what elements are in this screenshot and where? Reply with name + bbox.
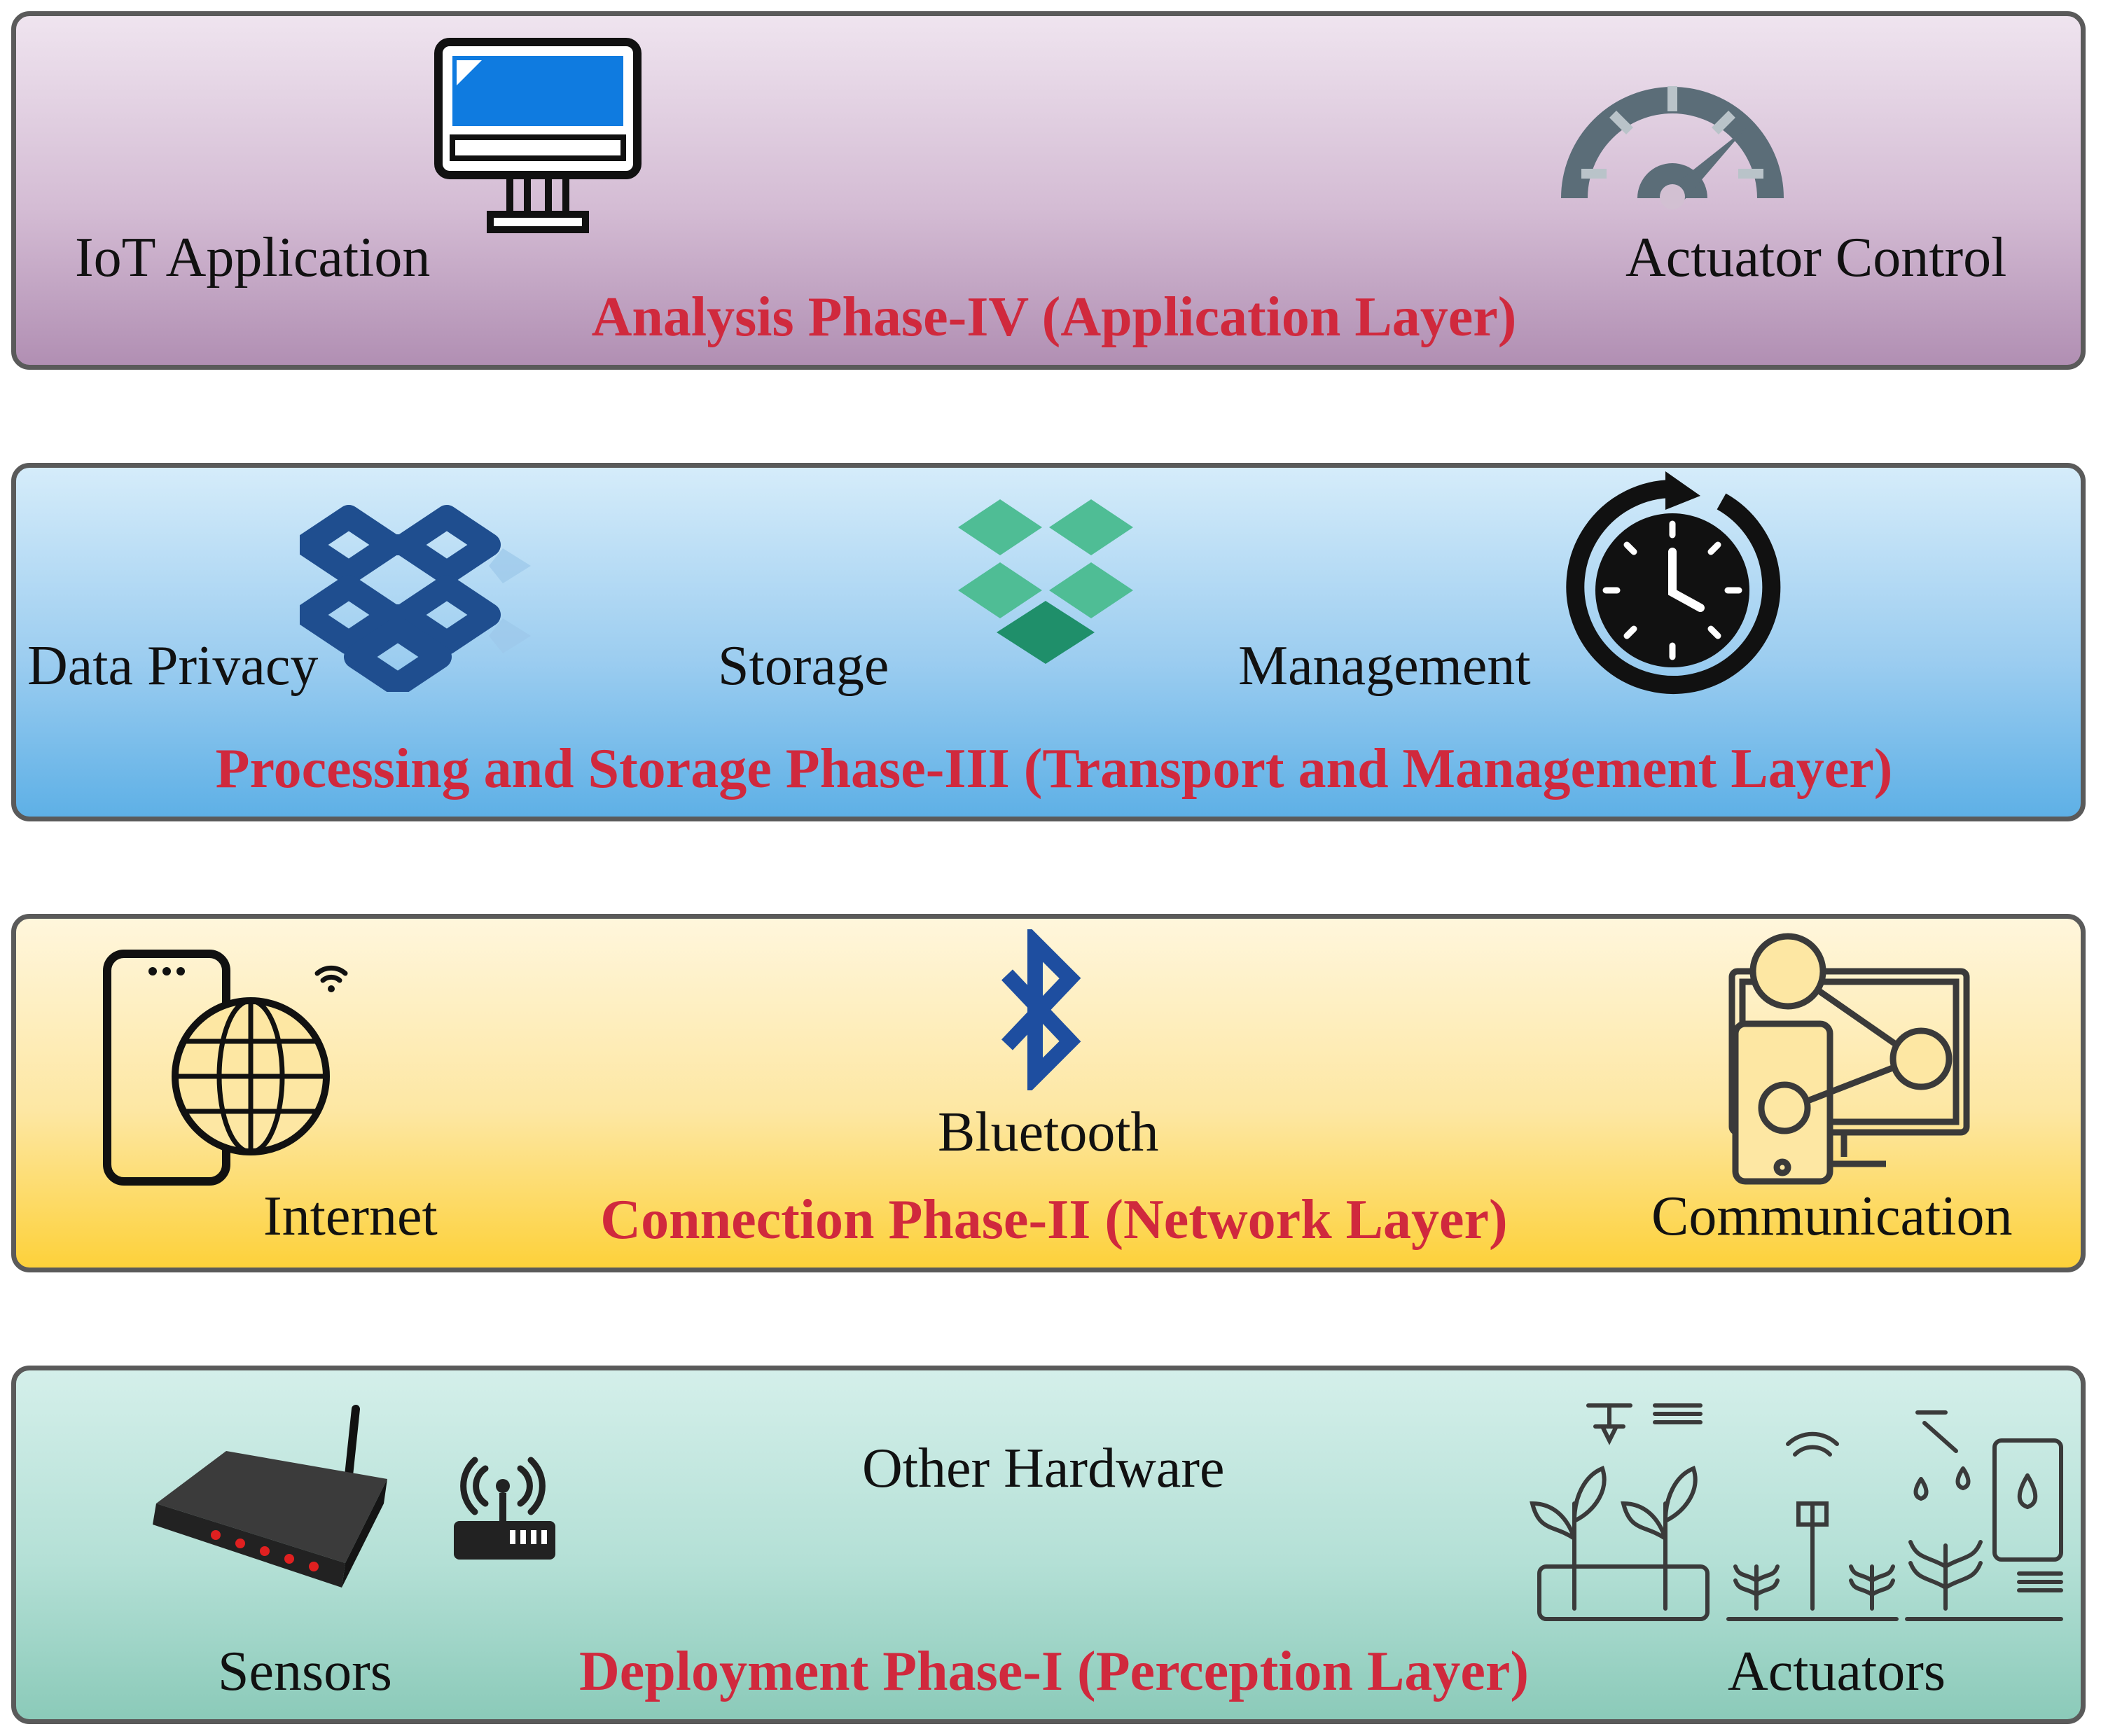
perception-layer-panel: Other Hardware Sensors Actuators Deploym…: [11, 1366, 2086, 1724]
communication-label: Communication: [1651, 1186, 2013, 1247]
smart-farming-icon: [1525, 1398, 2072, 1630]
wireless-device-icon: [443, 1454, 562, 1567]
network-layer-panel: Bluetooth Internet Communication Connect…: [11, 914, 2086, 1272]
timer-icon: [1560, 468, 1784, 699]
router-icon: [149, 1402, 401, 1605]
iot-application-label: IoT Application: [75, 227, 431, 289]
transport-layer-title: Processing and Storage Phase-III (Transp…: [215, 738, 1893, 800]
bluetooth-label: Bluetooth: [938, 1102, 1159, 1163]
monitor-icon: [426, 34, 650, 244]
application-layer-panel: IoT Application Actuator Control Analysi…: [11, 11, 2086, 370]
application-layer-title: Analysis Phase-IV (Application Layer): [591, 286, 1517, 348]
phone-globe-icon: [93, 947, 359, 1188]
management-label: Management: [1238, 635, 1531, 697]
perception-layer-title: Deployment Phase-I (Perception Layer): [578, 1641, 1530, 1702]
transport-layer-panel: Data Privacy Storage Management Processi…: [11, 463, 2086, 821]
storage-icon: [951, 492, 1140, 674]
storage-label: Storage: [718, 635, 889, 697]
data-privacy-label: Data Privacy: [27, 635, 319, 697]
internet-label: Internet: [263, 1186, 438, 1247]
actuators-label: Actuators: [1728, 1641, 1946, 1702]
bluetooth-icon: [990, 929, 1091, 1090]
devices-network-icon: [1718, 933, 1984, 1185]
other-hardware-label: Other Hardware: [862, 1438, 1225, 1499]
network-layer-title: Connection Phase-II (Network Layer): [600, 1189, 1508, 1251]
data-privacy-icon: [300, 496, 538, 692]
gauge-icon: [1553, 44, 1791, 212]
actuator-control-label: Actuator Control: [1625, 227, 2007, 289]
sensors-label: Sensors: [218, 1641, 392, 1702]
